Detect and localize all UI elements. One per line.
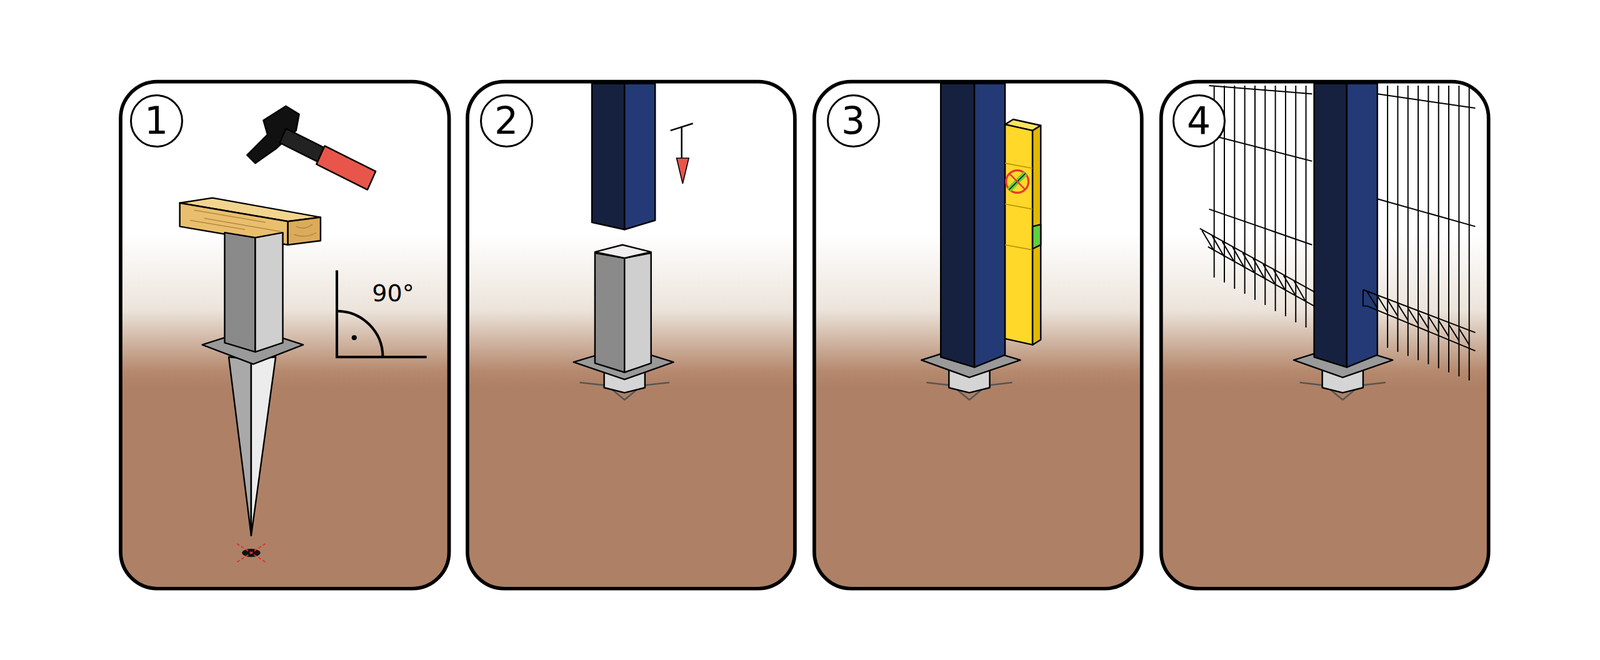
angle-lines [336,270,427,358]
hammer [246,106,376,190]
post-face-right [974,83,1005,368]
spike-blade-right [251,356,276,536]
level-vial-side [1032,224,1041,249]
mesh-rails [1377,93,1476,227]
post-face-right [1346,83,1378,368]
mesh-bend [1200,228,1315,307]
panel-ground [467,81,795,589]
callout-number: 2 [494,101,519,140]
level-lines [1005,163,1033,250]
callout-number: 4 [1186,101,1211,140]
level-side [1032,125,1041,345]
mesh-edge [1363,290,1368,307]
spike-sleeve-right [255,232,283,352]
fence-post [940,83,1005,368]
insert-arrow [670,123,694,184]
anchor-sleeve-right [624,253,651,373]
fence-mesh-right [1363,85,1476,381]
level-strike [1009,173,1026,190]
right-angle-symbol [336,270,427,358]
callout-number: 3 [841,101,865,140]
level-front [1005,124,1033,345]
mesh-rails [1208,85,1312,245]
mesh-wires [1214,85,1307,328]
panel-border [1161,81,1489,589]
step-number-circle: 3 [826,94,880,148]
target-mark [236,543,266,562]
level-vial [1006,170,1029,194]
panel-border [814,81,1142,589]
angle-label: 90° [371,281,414,305]
ground-anchor [573,245,674,400]
step-number-circle: 4 [1172,94,1226,148]
step-number-circle: 1 [130,94,184,148]
post-face-left [940,83,975,368]
post-face-right [624,83,655,230]
angle-dot [351,335,357,340]
spike-blade-left [228,356,252,536]
mesh-bend [1363,290,1476,352]
fence-post [591,83,655,230]
level-bubble [1009,173,1026,190]
arrow-head [676,158,690,184]
post-face-left [591,83,625,230]
panel-ground [1161,81,1489,589]
panel-ground [814,81,1142,589]
callout-number: 1 [144,101,169,140]
panel-border [120,81,450,589]
fence-post [1314,83,1378,368]
angle-arc [336,311,383,357]
spirit-level [1005,119,1041,345]
spike-sleeve-left [224,232,255,352]
arrow-shaft [670,123,694,161]
wood-grain [190,210,317,237]
post-face-left [1314,83,1347,368]
step-number-circle: 2 [480,94,534,148]
beam-end [288,217,321,245]
panel-ground [120,81,450,589]
mesh-wires [1387,85,1470,381]
anchor-opening [595,245,652,259]
anchor-sleeve-left [595,253,625,373]
panel-border [467,81,795,589]
level-bubble-outline [1009,173,1026,190]
hammer-handle [316,145,376,190]
ground-spike [202,232,304,536]
